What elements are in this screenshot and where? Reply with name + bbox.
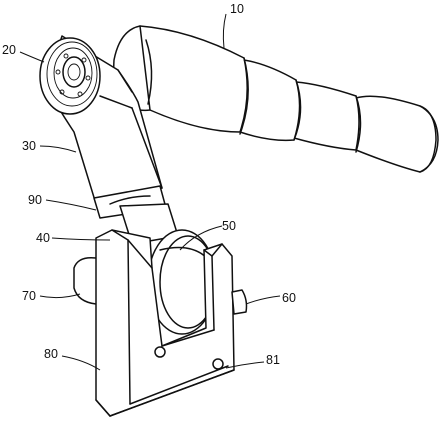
label-60: 60 [282, 291, 296, 305]
label-10: 10 [230, 2, 244, 16]
label-30: 30 [22, 139, 36, 153]
label-90: 90 [28, 193, 42, 207]
label-80: 80 [44, 347, 58, 361]
stepped-shaft [113, 25, 439, 173]
pin-end [231, 289, 248, 315]
label-81: 81 [266, 353, 280, 367]
reference-labels: 10 20 30 90 40 50 70 60 80 81 [2, 2, 296, 367]
label-70: 70 [22, 289, 36, 303]
leader-lines [19, 13, 281, 371]
bearing-assembly [39, 37, 101, 115]
label-50: 50 [222, 219, 236, 233]
label-40: 40 [36, 231, 50, 245]
label-20: 20 [2, 43, 16, 57]
clevis-block [95, 229, 235, 417]
